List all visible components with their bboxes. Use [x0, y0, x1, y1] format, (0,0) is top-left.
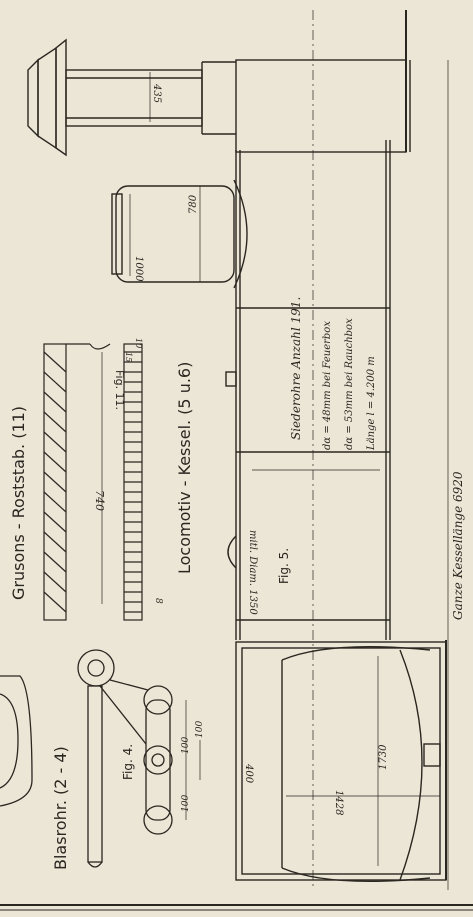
da-feuerbox-label: dα = 48mm bei Feuerbox [322, 321, 333, 450]
dim-740: 740 [93, 490, 106, 511]
ganze-kessellaenge-label: Ganze Kessellänge 6920 [451, 471, 465, 620]
dim-100-b: 100 [181, 737, 191, 754]
dim-1428: 1428 [333, 790, 344, 815]
dim-100-c: 100 [181, 795, 191, 812]
dim-400: 400 [243, 763, 254, 784]
dim-15: 15 [124, 352, 133, 362]
locomotiv-title: Locomotiv - Kessel. (5 u.6) [175, 362, 194, 574]
grusons-roststab-drawing [43, 343, 143, 621]
sheet-border [0, 904, 473, 911]
boiler-drawing [27, 10, 447, 883]
blasrohr-title: Blasrohr. (2 - 4) [51, 746, 70, 870]
fig4-label: Fig. 4. [121, 744, 135, 780]
mitl-diam-label: mitl. Diam. 1350 [247, 530, 258, 615]
dim-1730: 1730 [378, 744, 389, 770]
siederohre-label: Siederohre Anzahl 191. [289, 297, 303, 440]
fig5-label: Fig. 5. [277, 548, 291, 584]
dim-780: 780 [188, 194, 199, 214]
fig11-label: Fig. 11. [113, 370, 126, 410]
dimension-lines [129, 10, 449, 890]
blasrohr-drawing [0, 649, 201, 868]
laenge-label: Länge l = 4.200 m [366, 356, 377, 451]
dim-10: 10 [134, 338, 143, 348]
dim-435: 435 [151, 83, 162, 103]
da-rauchbox-label: dα = 53mm bei Rauchbox [344, 318, 355, 450]
dim-100-a: 100 [195, 721, 205, 738]
grusons-title: Grusons - Roststab. (11) [9, 406, 28, 600]
dim-8: 8 [153, 598, 163, 604]
labels: Grusons - Roststab. (11) Fig. 11. 740 8 … [9, 83, 465, 870]
dim-1000: 1000 [133, 256, 144, 282]
